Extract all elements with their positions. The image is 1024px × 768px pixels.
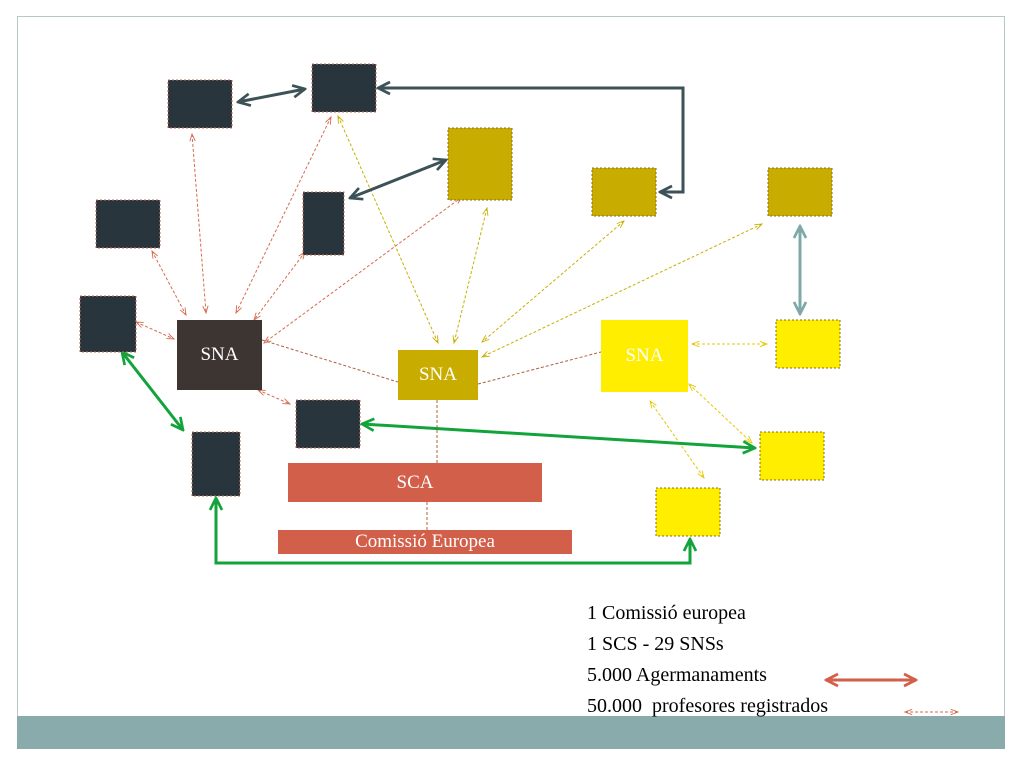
twinning-arrow [122,352,183,430]
twinning-arrow [378,88,685,192]
dotted-arrow [136,322,174,339]
dotted-arrow [236,117,331,313]
slide-footer-bar [17,716,1005,749]
legend-teachers: 50.000 profesores registrados [587,695,829,717]
dotted-arrow [689,384,752,443]
school-node [767,167,833,217]
legend: 1 Comissió europea 1 SCS - 29 SNSs 5.000… [587,598,828,722]
school-node [311,63,377,113]
yellow-school-nodes [655,319,841,537]
legend-sca-sna: 1 SCS - 29 SNSs [587,633,724,655]
twinning-links-dark [238,88,685,198]
sna-node-center [398,350,478,400]
school-node [759,431,825,481]
school-node [302,191,345,256]
connector-sna-center-to-sna-right [477,351,602,385]
dotted-arrow [338,116,438,343]
school-node [591,167,657,217]
legend-commission: 1 Comissió europea [587,602,746,624]
dotted-arrow [254,252,305,320]
school-node [95,199,161,249]
school-node [655,487,721,537]
school-node [79,295,137,353]
twinning-arrow [350,160,446,198]
school-node [775,319,841,369]
sca-bar [288,463,542,502]
dotted-arrow [454,208,487,343]
twinning-arrow [362,424,755,448]
dotted-arrow [152,251,186,315]
legend-twinnings: 5.000 Agermanaments [587,664,767,686]
dotted-arrow [258,390,290,404]
dotted-arrow [482,224,762,357]
school-node [167,79,233,129]
olive-school-nodes [447,127,833,217]
dotted-arrow [264,197,462,343]
dotted-arrow [650,401,704,478]
school-node [191,431,241,497]
dark-school-nodes [79,63,377,497]
twinning-arrow [238,89,305,102]
twinning-arrow [216,498,690,565]
commission-bar [278,530,572,554]
connector-sna-left-to-sna-center [261,339,399,383]
sna-node-right [601,320,688,392]
school-node [447,127,513,201]
teacher-links-yellow [338,116,762,357]
school-node [295,399,361,449]
twinning-links-green [122,352,755,565]
dotted-arrow [192,134,206,313]
sna-node-left [177,320,262,390]
